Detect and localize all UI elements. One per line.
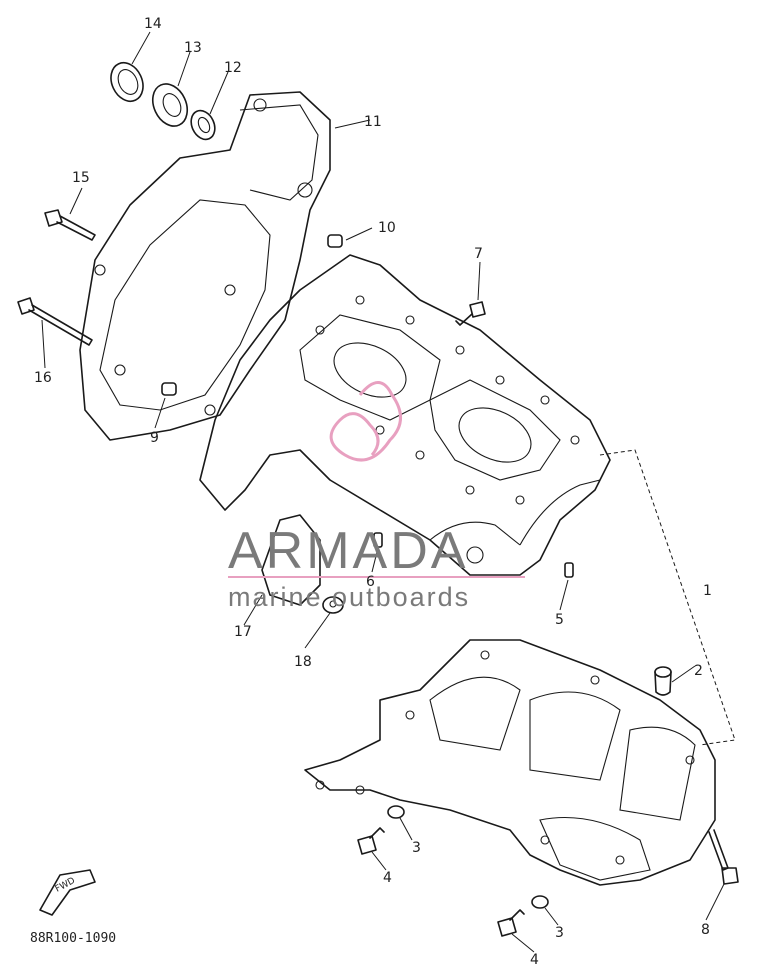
bearing-part-12 — [190, 109, 216, 141]
callout-2: 2 — [694, 663, 703, 679]
callout-11: 11 — [364, 114, 382, 130]
callout-14: 14 — [144, 16, 162, 32]
callout-7: 7 — [474, 246, 483, 262]
callout-4-b: 4 — [530, 952, 539, 968]
callout-8: 8 — [701, 922, 710, 938]
callout-13: 13 — [184, 40, 202, 56]
watermark-brand: ARMADA — [228, 522, 468, 580]
bolt-part-15 — [44, 209, 96, 241]
dowel-pin-part-9 — [161, 382, 177, 396]
oil-seal-part-14 — [110, 61, 144, 103]
callout-3-a: 3 — [412, 840, 421, 856]
callout-1: 1 — [703, 583, 712, 599]
callout-4-a: 4 — [383, 870, 392, 886]
watermark: ARMADA marine outboards — [228, 381, 525, 612]
bolt-part-16 — [17, 297, 93, 346]
dowel-part-2 — [654, 666, 672, 696]
leader-lines — [41, 31, 736, 953]
watermark-tagline: marine outboards — [228, 582, 470, 612]
drawing-code: 88R100-1090 — [30, 931, 116, 946]
forward-direction-arrow: FWD — [39, 869, 96, 916]
callout-labels: 1 2 3 3 4 4 5 6 7 8 9 10 11 12 13 14 15 … — [34, 16, 712, 968]
watermark-logo-mark — [329, 381, 402, 462]
bolt-part-8 — [708, 829, 739, 885]
bearing-part-13 — [151, 83, 189, 127]
callout-16: 16 — [34, 370, 52, 386]
callout-10: 10 — [378, 220, 396, 236]
callout-3-b: 3 — [555, 925, 564, 941]
bolt-part-7 — [455, 301, 486, 326]
dowel-pin-part-10 — [327, 234, 343, 248]
washer-part-3-b — [531, 895, 549, 909]
callout-18: 18 — [294, 654, 312, 670]
lower-crankcase — [304, 639, 716, 886]
cover-plate-part-17 — [261, 514, 321, 606]
nut-part-18 — [322, 596, 344, 614]
callout-5: 5 — [555, 612, 564, 628]
callout-15: 15 — [72, 170, 90, 186]
callout-6: 6 — [366, 574, 375, 590]
pin-part-5 — [564, 562, 574, 578]
washer-part-3-a — [387, 805, 405, 819]
upper-crankcase — [199, 254, 611, 576]
callout-17: 17 — [234, 624, 252, 640]
crankcase-cover-part-11 — [79, 91, 331, 441]
bolt-part-4-b — [497, 909, 525, 937]
callout-9: 9 — [150, 430, 159, 446]
callout-12: 12 — [224, 60, 242, 76]
bolt-part-4-a — [357, 827, 385, 855]
pin-part-6 — [373, 532, 383, 548]
